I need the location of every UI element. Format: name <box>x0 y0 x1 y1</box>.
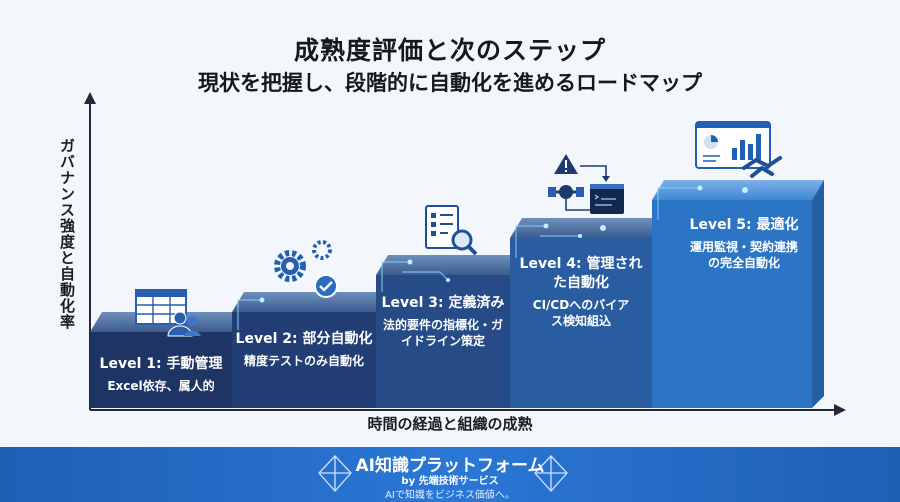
step-4-desc: CI/CDへのバイアス検知組込 <box>532 297 630 328</box>
circuit-lines <box>237 187 700 330</box>
step-4-text: Level 4: 管理された自動化 CI/CDへのバイアス検知組込 <box>520 255 643 329</box>
circuit-nodes <box>259 185 748 303</box>
page-title: 成熟度評価と次のステップ <box>293 36 606 65</box>
step-1-text: Level 1: 手動管理 Excel依存、属人的 <box>92 355 230 394</box>
x-axis-label: 時間の経過と組織の成熟 <box>367 415 533 433</box>
crystal-logo-right-icon <box>534 455 568 492</box>
spreadsheet-users-icon <box>135 289 201 337</box>
footer-tagline: AIで知識をビジネス価値へ。 <box>385 490 515 501</box>
step-5-text: Level 5: 最適化 運用監視・契約連携の完全自動化 <box>686 216 802 271</box>
page-subtitle: 現状を把握し、段階的に自動化を進めるロードマップ <box>198 71 702 95</box>
step-4-title: Level 4: 管理された自動化 <box>519 256 643 291</box>
step-5-desc: 運用監視・契約連携の完全自動化 <box>689 239 798 271</box>
step-2-desc: 精度テストのみ自動化 <box>243 353 364 368</box>
y-axis-arrow <box>84 92 96 104</box>
crystal-logo-left-icon <box>318 455 352 492</box>
staircase-diagram <box>84 92 846 416</box>
footer-banner <box>0 447 900 502</box>
y-axis-label: ガバナンス強度と自動化率 <box>58 138 76 330</box>
step-4 <box>510 218 664 408</box>
checklist-magnifier-icon <box>425 205 478 256</box>
pipeline-alert-icon <box>548 154 624 214</box>
dashboard-handshake-icon <box>695 121 782 178</box>
step-2-text: Level 2: 部分自動化 精度テストのみ自動化 <box>234 330 374 369</box>
step-3-desc: 法的要件の指標化・ガイドライン策定 <box>382 317 503 349</box>
x-axis-arrow <box>834 404 846 416</box>
step-5-title: Level 5: 最適化 <box>689 217 799 233</box>
step-2-title: Level 2: 部分自動化 <box>235 331 373 347</box>
step-1-desc: Excel依存、属人的 <box>107 378 215 393</box>
footer-by: by 先端技術サービス <box>401 476 499 487</box>
gears-check-icon <box>274 240 338 298</box>
step-1-title: Level 1: 手動管理 <box>99 356 223 372</box>
footer-brand: AI知識プラットフォーム <box>355 456 545 476</box>
step-3-text: Level 3: 定義済み 法的要件の指標化・ガイドライン策定 <box>382 294 505 349</box>
step-5 <box>652 180 824 408</box>
step-3-title: Level 3: 定義済み <box>381 295 505 311</box>
